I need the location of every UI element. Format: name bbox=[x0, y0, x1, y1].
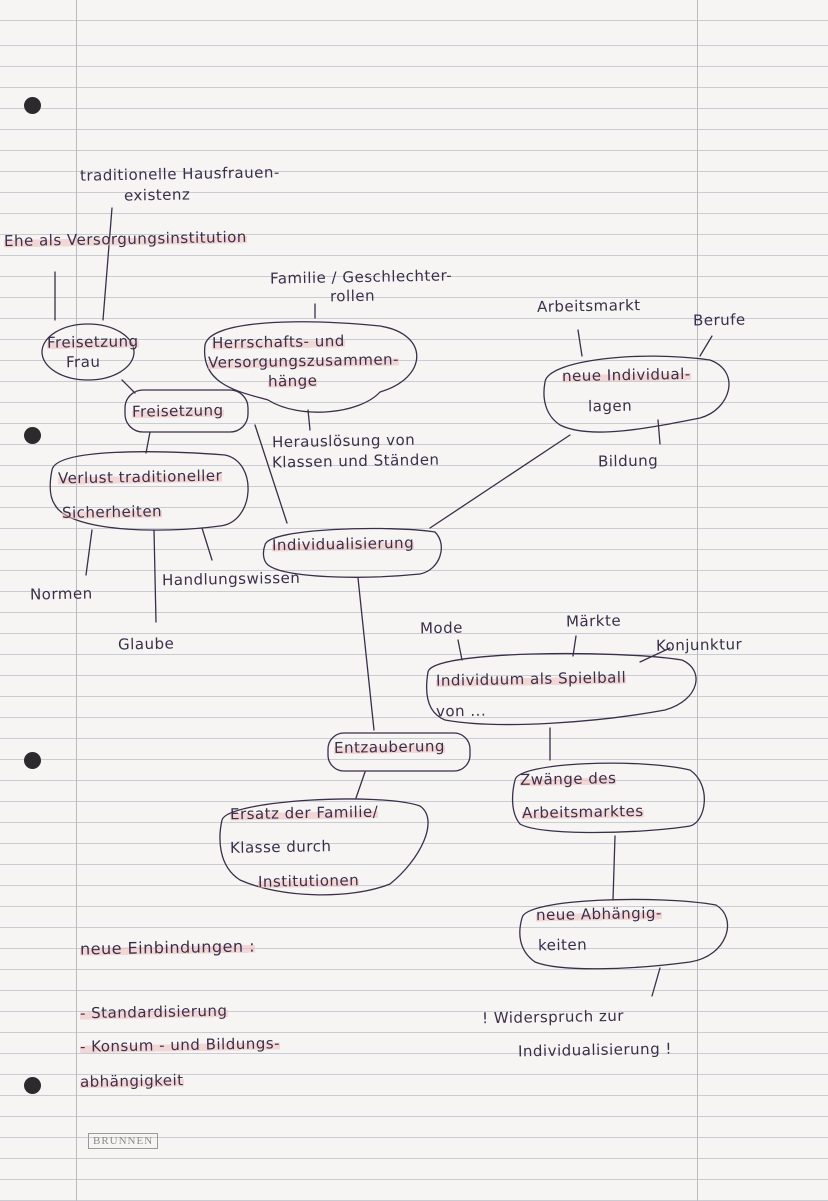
bubble-abhaengig bbox=[519, 898, 729, 970]
bubble-entzauberung bbox=[327, 732, 471, 772]
connector bbox=[145, 431, 151, 454]
node-arbeitsmarktes: Arbeitsmarktes bbox=[521, 801, 644, 823]
note-mode: Mode bbox=[419, 618, 464, 638]
note-konjunktur: Konjunktur bbox=[655, 635, 743, 655]
note-traditionelle-hausfrauen: traditionelle Hausfrauen- bbox=[79, 163, 280, 185]
heading-neue-einbindungen: neue Einbindungen : bbox=[79, 936, 256, 959]
note-normen: Normen bbox=[29, 584, 93, 604]
bubble-zwaenge bbox=[511, 762, 705, 834]
node-haenge: hänge bbox=[267, 371, 318, 391]
connector bbox=[657, 419, 661, 445]
connector bbox=[572, 635, 577, 657]
connector bbox=[153, 529, 157, 623]
node-lagen: lagen bbox=[587, 396, 633, 416]
connector bbox=[254, 424, 288, 524]
connector bbox=[577, 329, 583, 357]
node-neue-abhaengig: neue Abhängig- bbox=[535, 903, 663, 925]
note-glaube: Glaube bbox=[117, 634, 175, 654]
node-versorgungszusammen: Versorgungszusammen- bbox=[207, 350, 400, 372]
bubble-individualisierung bbox=[262, 527, 442, 578]
node-frau: Frau bbox=[65, 352, 101, 372]
list-item-abhaengigkeit: abhängigkeit bbox=[79, 1071, 184, 1091]
connector bbox=[651, 967, 661, 997]
node-verlust-traditioneller: Verlust traditioneller bbox=[57, 466, 223, 488]
node-zwaenge-des: Zwänge des bbox=[519, 769, 617, 789]
node-keiten: keiten bbox=[537, 935, 588, 955]
note-bildung: Bildung bbox=[597, 451, 659, 471]
list-item-konsum-bildung: - Konsum - und Bildungs- bbox=[79, 1034, 281, 1056]
node-freisetzung: Freisetzung bbox=[131, 401, 224, 421]
connector bbox=[102, 207, 113, 321]
node-von: von ... bbox=[435, 701, 487, 721]
punch-hole bbox=[24, 427, 41, 444]
bubble-spielball bbox=[425, 652, 697, 726]
bubble-lagen bbox=[543, 355, 730, 433]
note-maerkte: Märkte bbox=[565, 611, 622, 631]
connector bbox=[457, 639, 463, 661]
note-handlungswissen: Handlungswissen bbox=[161, 568, 301, 590]
left-margin-line bbox=[76, 0, 77, 1201]
note-familie-geschlechter: Familie / Geschlechter- bbox=[269, 266, 453, 288]
bubble-freisetzung bbox=[124, 389, 249, 433]
connector bbox=[699, 335, 713, 357]
connector bbox=[639, 647, 671, 663]
brand-logo: BRUNNEN bbox=[88, 1133, 159, 1149]
bubble-freisetzung-frau bbox=[41, 323, 135, 381]
connector bbox=[121, 379, 136, 394]
list-item-standardisierung: - Standardisierung bbox=[79, 1001, 228, 1023]
node-herrschafts-und: Herrschafts- und bbox=[211, 331, 345, 353]
node-individualisierung: Individualisierung bbox=[271, 533, 415, 555]
node-neue-individual: neue Individual- bbox=[561, 364, 691, 386]
node-entzauberung: Entzauberung bbox=[333, 737, 446, 757]
note-klassen-staende: Klassen und Ständen bbox=[271, 450, 440, 472]
connector bbox=[355, 771, 366, 799]
right-margin-line bbox=[697, 0, 698, 1201]
note-herausloesung: Herauslösung von bbox=[271, 430, 416, 452]
bubble-ersatz bbox=[219, 798, 429, 896]
connector bbox=[429, 434, 571, 529]
note-widerspruch-individualisierung: Individualisierung ! bbox=[517, 1039, 673, 1061]
punch-hole bbox=[24, 97, 41, 114]
connector bbox=[612, 835, 616, 901]
node-freisetzung-frau: Freisetzung bbox=[46, 332, 139, 352]
punch-hole bbox=[24, 1077, 41, 1094]
note-berufe: Berufe bbox=[692, 310, 746, 330]
connector bbox=[357, 577, 375, 731]
node-institutionen: Institutionen bbox=[257, 871, 360, 891]
node-ersatz-familie: Ersatz der Familie/ bbox=[229, 802, 379, 824]
punch-hole bbox=[24, 752, 41, 769]
note-arbeitsmarkt: Arbeitsmarkt bbox=[536, 296, 641, 316]
bubble-herrschaft bbox=[204, 321, 418, 413]
node-individuum-spielball: Individuum als Spielball bbox=[435, 668, 627, 690]
note-existenz: existenz bbox=[123, 185, 191, 205]
connector bbox=[307, 409, 311, 431]
node-sicherheiten: Sicherheiten bbox=[61, 502, 163, 522]
note-rollen: rollen bbox=[329, 286, 376, 306]
note-widerspruch: ! Widerspruch zur bbox=[481, 1006, 625, 1028]
connector bbox=[85, 529, 93, 576]
bubble-verlust bbox=[49, 451, 249, 531]
node-klasse-durch: Klasse durch bbox=[229, 837, 332, 857]
connector bbox=[201, 527, 213, 561]
